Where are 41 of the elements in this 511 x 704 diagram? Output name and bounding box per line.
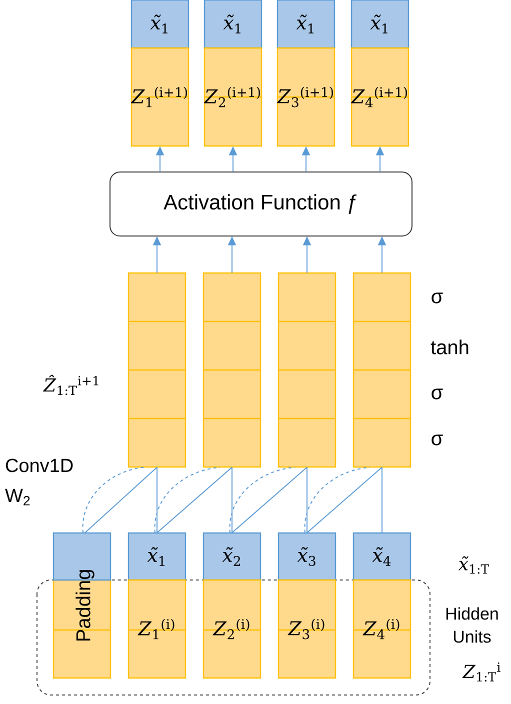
hidden-cell — [352, 272, 412, 468]
hidden-cell — [278, 272, 336, 468]
connector — [154, 466, 220, 534]
input-cell: x̃$_{1}$ — [204, 0, 262, 49]
padding-cell: Padding — [52, 532, 112, 679]
hidden-cell: Z$_{1}$(i) — [128, 579, 186, 679]
connector — [306, 466, 308, 534]
hidden-cell: Z$_{2}$(i+1) — [204, 47, 262, 147]
hidden-cell: Z$_{3}$(i) — [278, 579, 336, 679]
connector — [306, 466, 382, 534]
input-cell: x̃$_{3}$ — [278, 532, 336, 581]
math-label: Ẑ$_{1:T}$i+1 — [43, 374, 98, 396]
connector — [84, 466, 158, 534]
connector — [82, 466, 146, 534]
hidden-cell: Z$_{3}$(i+1) — [276, 47, 336, 147]
hidden-cell — [202, 272, 262, 468]
input-cell: x̃$_{1}$ — [128, 532, 186, 581]
node-label: Z$_{1:T}$i — [462, 662, 500, 682]
input-cell: x̃$_{2}$ — [202, 532, 262, 581]
input-cell: x̃$_{4}$ — [352, 532, 412, 581]
hidden-cell: Z$_{4}$(i+1) — [350, 47, 410, 147]
gate-label: σ — [432, 388, 443, 400]
input-cell: x̃$_{1}$ — [350, 0, 410, 49]
connector — [229, 466, 296, 534]
gate-label: σ — [432, 434, 443, 446]
connector — [156, 466, 158, 534]
conv-label: Conv1D W$_{2}$ — [5, 458, 73, 506]
hidden-cell — [128, 272, 186, 468]
hidden-cell: Z$_{1}$(i+1) — [130, 47, 190, 147]
connector — [232, 466, 308, 534]
node-label: Hidden Units — [446, 607, 498, 643]
activation-box: Activation Function ƒ — [110, 172, 412, 236]
gate-label: tanh — [430, 340, 468, 354]
connector — [156, 466, 232, 534]
math-label: x̃$_{1:T}$ — [458, 556, 490, 574]
input-cell: x̃$_{1}$ — [130, 0, 190, 49]
hidden-cell: Z$_{2}$(i) — [202, 579, 262, 679]
input-cell: x̃$_{1}$ — [276, 0, 336, 49]
gate-label: σ — [432, 292, 443, 304]
hidden-cell: Z$_{4}$(i) — [352, 579, 412, 679]
connector — [304, 466, 370, 534]
